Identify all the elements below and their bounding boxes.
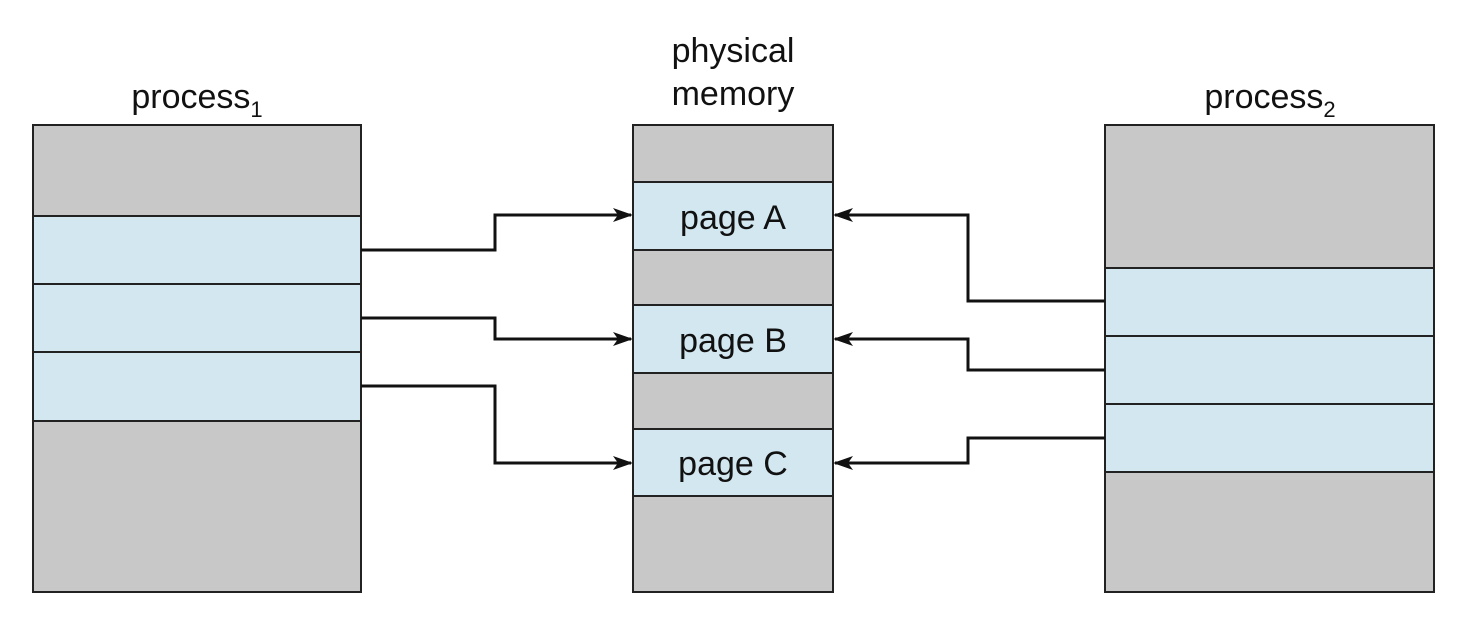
process1-label: process1 xyxy=(131,78,262,122)
page-a-label: page A xyxy=(680,199,786,237)
physical-memory-free-3 xyxy=(632,372,834,430)
physical-memory-block: page A page B page C xyxy=(632,124,834,593)
arrow-process1-to-page-c xyxy=(361,384,633,470)
process1-unused-bottom xyxy=(32,420,362,593)
process1-block xyxy=(32,124,362,593)
physical-memory-page-c xyxy=(632,428,834,497)
arrow-process1-to-page-a xyxy=(361,208,633,252)
process2-label-base: process xyxy=(1204,78,1323,116)
process2-label-subscript: 2 xyxy=(1323,97,1335,122)
process2-page-slot-b xyxy=(1104,335,1435,405)
arrow-process2-to-page-a xyxy=(833,208,1105,303)
physical-memory-page-b xyxy=(632,304,834,374)
page-b-label: page B xyxy=(679,322,787,360)
process1-page-slot-b xyxy=(32,283,362,353)
process1-label-subscript: 1 xyxy=(250,97,262,122)
physical-memory-label-line2: memory xyxy=(672,75,795,113)
physical-memory-free-4 xyxy=(632,495,834,593)
process2-block xyxy=(1104,124,1435,593)
arrow-process2-to-page-c xyxy=(833,436,1105,470)
process2-unused-top xyxy=(1104,124,1435,269)
process1-label-base: process xyxy=(131,78,250,116)
physical-memory-page-a xyxy=(632,181,834,251)
page-c-label: page C xyxy=(678,445,788,483)
process1-page-slot-c xyxy=(32,351,362,422)
process2-unused-bottom xyxy=(1104,471,1435,593)
physical-memory-label-line1: physical xyxy=(672,32,795,70)
process2-page-slot-a xyxy=(1104,267,1435,337)
process1-page-slot-a xyxy=(32,215,362,285)
process2-page-slot-c xyxy=(1104,403,1435,473)
physical-memory-free-1 xyxy=(632,124,834,183)
arrow-process1-to-page-b xyxy=(361,316,633,346)
process2-label: process2 xyxy=(1204,78,1335,122)
physical-memory-free-2 xyxy=(632,249,834,306)
process1-unused-top xyxy=(32,124,362,217)
arrow-process2-to-page-b xyxy=(833,332,1105,372)
